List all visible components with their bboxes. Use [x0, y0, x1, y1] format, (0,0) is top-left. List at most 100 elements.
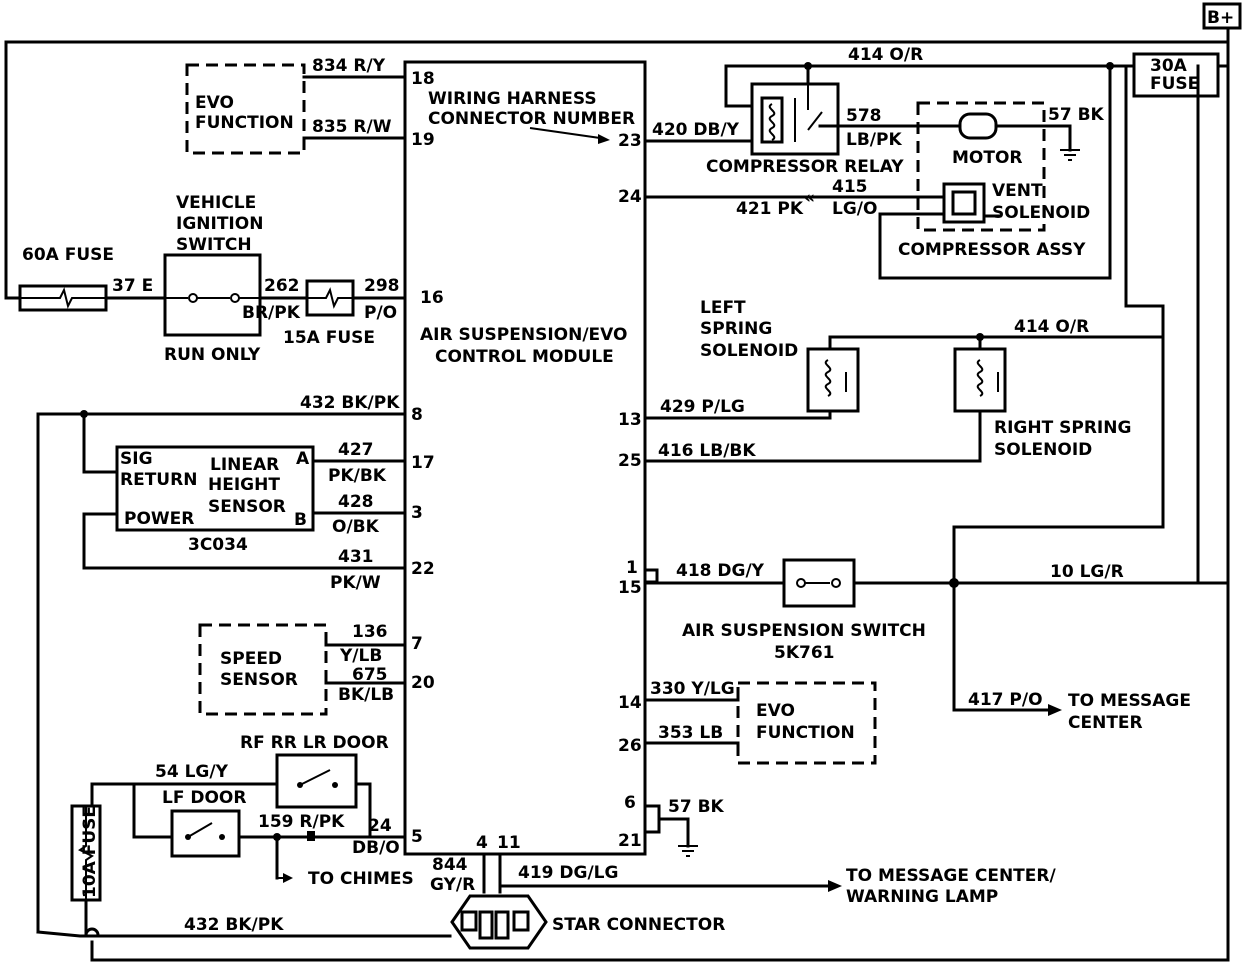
pin-23: 23: [618, 131, 642, 151]
sensor-sig: SIG: [120, 449, 153, 469]
wire-136-color: Y/LB: [339, 646, 382, 666]
wire-431-num: 431: [338, 547, 374, 567]
pin-21: 21: [618, 831, 642, 851]
left-spring-solenoid: [806, 347, 860, 413]
fuse-60a-label: 60A FUSE: [22, 245, 114, 265]
wire-298-color: P/O: [364, 303, 397, 323]
wire-416: [643, 409, 982, 463]
wire-675-color: BK/LB: [338, 685, 394, 705]
pin-4: 4: [476, 833, 488, 853]
wire-415-color: LG/O: [832, 199, 877, 219]
pin-26: 26: [618, 736, 642, 756]
pin-13: 13: [618, 410, 642, 430]
air-switch-line2: 5K761: [774, 643, 835, 663]
speed-line2: SENSOR: [220, 670, 298, 690]
right-spring-line1: RIGHT SPRING: [994, 418, 1131, 438]
pin-20: 20: [411, 673, 435, 693]
wire-24-color: DB/O: [352, 838, 400, 858]
to-chimes-label: TO CHIMES: [308, 869, 414, 889]
wire-427-num: 427: [338, 440, 374, 460]
vent-line1: VENT: [992, 181, 1043, 201]
wire-428-color: O/BK: [332, 517, 380, 537]
ignition-label-3: SWITCH: [176, 235, 252, 255]
wire-353-label: 353 LB: [658, 723, 723, 743]
pin-7: 7: [411, 634, 423, 654]
wire-416-label: 416 LB/BK: [658, 441, 756, 461]
wire-330-label: 330 Y/LG: [650, 679, 735, 699]
wire-419-label: 419 DG/LG: [518, 863, 618, 883]
msg-center-line1: TO MESSAGE: [1068, 691, 1191, 711]
lf-door-switch: [170, 809, 241, 858]
wire-415-num: 415: [832, 177, 868, 197]
pin-8: 8: [411, 405, 423, 425]
ignition-switch-box: [163, 253, 262, 337]
wire-420-label: 420 DB/Y: [652, 120, 740, 140]
sensor-l3: SENSOR: [208, 497, 286, 517]
compressor-assy-label: COMPRESSOR ASSY: [898, 240, 1086, 260]
wire-414-top-label: 414 O/R: [848, 45, 923, 65]
compressor-assy: [916, 101, 1046, 232]
pin-11: 11: [497, 833, 521, 853]
sensor-return: RETURN: [120, 470, 197, 490]
sensor-part: 3C034: [188, 535, 248, 555]
pin-16: 16: [420, 288, 444, 308]
pin-14: 14: [618, 693, 642, 713]
left-spring-line1: LEFT: [700, 298, 746, 318]
wire-427-color: PK/BK: [328, 466, 387, 486]
wire-431-color: PK/W: [330, 573, 381, 593]
pin-3: 3: [411, 503, 423, 523]
lf-door-label: LF DOOR: [162, 788, 246, 808]
wire-844-num: 844: [432, 855, 468, 875]
wire-429-label: 429 P/LG: [660, 397, 745, 417]
fuse-60a-element: [20, 287, 106, 309]
pin-24: 24: [618, 187, 642, 207]
harness-note-arrowhead: [598, 134, 610, 144]
msg-center-line2: CENTER: [1068, 713, 1143, 733]
motor-label: MOTOR: [952, 148, 1023, 168]
sensor-l1: LINEAR: [210, 455, 279, 475]
wire-429: [643, 409, 832, 420]
module-title-line1: AIR SUSPENSION/EVO: [420, 325, 627, 345]
pin-1: 1: [626, 558, 638, 578]
wire-57-bottom-label: 57 BK: [668, 797, 725, 817]
wire-432-top-label: 432 BK/PK: [300, 393, 400, 413]
msg-warn-line2: WARNING LAMP: [846, 887, 998, 907]
wire-57-top-label: 57 BK: [1048, 105, 1105, 125]
wire-136-num: 136: [352, 622, 388, 642]
evo-function-bottom: [736, 681, 877, 765]
evo-top-line2: FUNCTION: [195, 113, 294, 133]
wire-578-num: 578: [846, 106, 882, 126]
right-spring-line2: SOLENOID: [994, 440, 1092, 460]
wire-844-color: GY/R: [430, 875, 475, 895]
module-title-line2: CONTROL MODULE: [435, 347, 614, 367]
sensor-l2: HEIGHT: [208, 475, 280, 495]
speed-line1: SPEED: [220, 649, 282, 669]
wire-428-num: 428: [338, 492, 374, 512]
wire-10-label: 10 LG/R: [1050, 562, 1124, 582]
pin-22: 22: [411, 559, 435, 579]
msg-warn-line1: TO MESSAGE CENTER/: [846, 866, 1056, 886]
rf-door-label: RF RR LR DOOR: [240, 733, 389, 753]
pin-18: 18: [411, 69, 435, 89]
wire-298-num: 298: [364, 276, 400, 296]
battery-box: [1202, 2, 1242, 30]
wire-432-bottom: [36, 930, 452, 938]
wire-432-top: [36, 412, 407, 934]
pin-17: 17: [411, 453, 435, 473]
ignition-run-only: RUN ONLY: [164, 345, 261, 365]
left-spring-line3: SOLENOID: [700, 341, 798, 361]
wire-417-label: 417 P/O: [968, 690, 1043, 710]
sensor-power: POWER: [124, 509, 194, 529]
star-connector-label: STAR CONNECTOR: [552, 915, 725, 935]
evo-bottom-line2: FUNCTION: [756, 723, 855, 743]
wire-262-num: 262: [264, 276, 300, 296]
wire-835-label: 835 R/W: [312, 117, 392, 137]
fuse-10a-label: 10A FUSE: [80, 806, 100, 898]
air-switch-line1: AIR SUSPENSION SWITCH: [682, 621, 926, 641]
compressor-relay-label: COMPRESSOR RELAY: [706, 157, 904, 177]
pin-5: 5: [411, 827, 423, 847]
wire-417: [952, 581, 1052, 712]
ignition-switch-contact-b: [230, 293, 240, 303]
wire-54-label: 54 LG/Y: [155, 762, 229, 782]
ignition-switch-contact-a: [188, 293, 198, 303]
